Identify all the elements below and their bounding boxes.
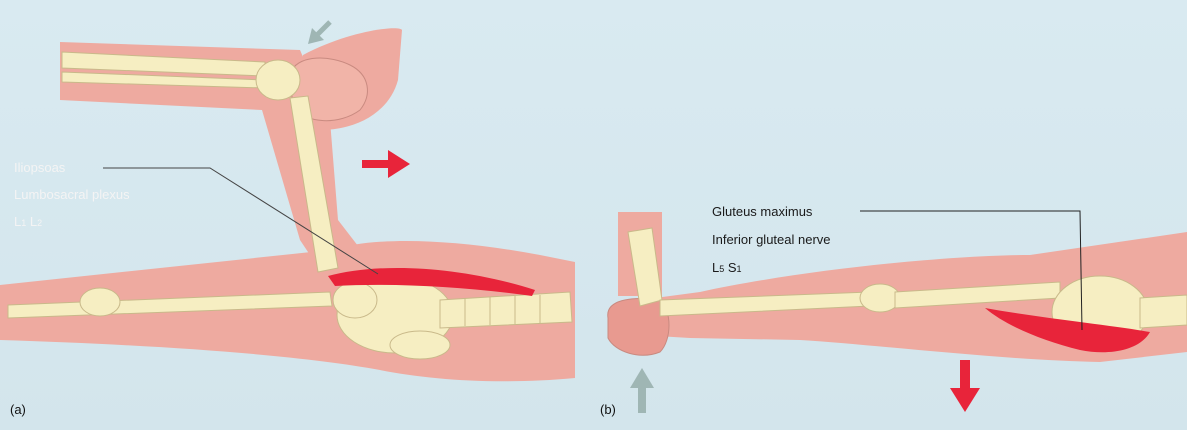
spine-b — [1140, 295, 1187, 328]
nerve-label-a: Lumbosacral plexus — [14, 187, 130, 202]
sacrum-a — [390, 331, 450, 359]
roots-label-a: L1 L2 — [14, 214, 42, 229]
knee-lying-a — [80, 288, 120, 316]
panel-letter-b: (b) — [600, 402, 616, 417]
hip-joint-a — [333, 282, 377, 318]
force-arrow-a — [362, 150, 410, 178]
panel-b-figure — [608, 211, 1187, 413]
roots-label-b: L5 S1 — [712, 260, 742, 275]
resist-arrow-a — [308, 22, 330, 44]
muscle-label-a: Iliopsoas — [14, 160, 65, 175]
nerve-label-b: Inferior gluteal nerve — [712, 232, 831, 247]
knee-b — [860, 284, 900, 312]
panel-letter-a: (a) — [10, 402, 26, 417]
knee-joint-a — [256, 60, 300, 100]
force-arrow-b — [950, 360, 980, 412]
muscle-label-b: Gluteus maximus — [712, 204, 812, 219]
resist-arrow-b — [630, 368, 654, 413]
